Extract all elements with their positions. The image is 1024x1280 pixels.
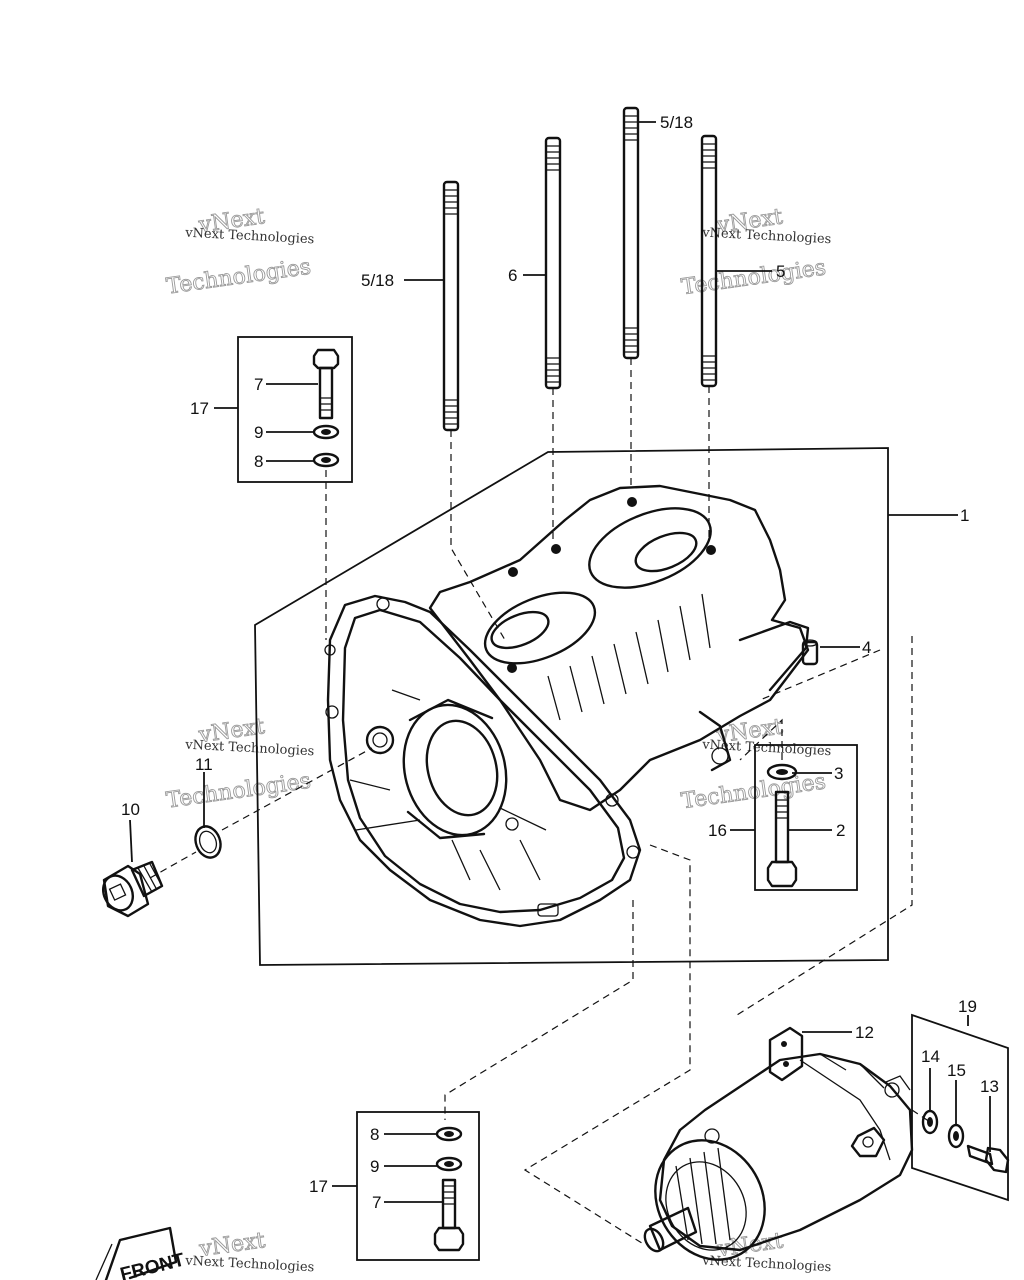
svg-text:vNext Technologies: vNext Technologies — [184, 738, 315, 760]
lower-bolt-guides — [444, 844, 691, 1246]
callout-15: 15 — [947, 1061, 966, 1080]
callout-8-upper: 8 — [254, 452, 263, 471]
callout-2: 2 — [836, 821, 845, 840]
callout-1: 1 — [960, 506, 969, 525]
callout-14: 14 — [921, 1047, 940, 1066]
stud-bolt-6 — [544, 136, 562, 390]
callout-12: 12 — [855, 1023, 874, 1042]
drain-plug — [102, 860, 164, 918]
stud-guide-lines — [450, 358, 710, 641]
bolt-set-box-upper — [237, 336, 353, 483]
watermark-upper-left: vNext vNext Technologies Technologies — [164, 204, 315, 300]
front-direction-arrow: FRONT — [95, 1226, 187, 1280]
callout-7-lower: 7 — [372, 1193, 381, 1212]
circlip — [194, 825, 222, 859]
svg-text:vNext Technologies: vNext Technologies — [184, 226, 315, 248]
callout-7-upper: 7 — [254, 375, 263, 394]
callout-17-lower: 17 — [309, 1177, 328, 1196]
watermark-middle-left: vNext vNext Technologies Technologies — [164, 714, 315, 814]
starter-motor — [643, 1026, 914, 1261]
callout-16: 16 — [708, 821, 727, 840]
stud-bolt-top — [622, 106, 640, 360]
callout-5-18-top: 5/18 — [660, 113, 693, 132]
crankcase-assembly-frame — [254, 447, 889, 966]
plug-axis-line — [149, 747, 373, 879]
watermark-bottom-left: vNext vNext Technologies — [184, 1228, 315, 1276]
callout-10: 10 — [121, 800, 140, 819]
bolt-set-box-right — [754, 744, 858, 891]
bolt-set-box-lower — [356, 1111, 480, 1261]
callout-13: 13 — [980, 1077, 999, 1096]
svg-text:vNext Technologies: vNext Technologies — [701, 737, 832, 759]
starter-guide-line — [911, 1109, 931, 1123]
svg-text:Technologies: Technologies — [165, 769, 313, 814]
svg-text:Technologies: Technologies — [680, 769, 828, 814]
callout-5-18-left: 5/18 — [361, 271, 394, 290]
callout-19: 19 — [958, 997, 977, 1016]
callout-5: 5 — [776, 262, 785, 281]
stud-bolt-left — [442, 180, 460, 432]
leader-lines — [129, 121, 991, 1203]
svg-text:Technologies: Technologies — [165, 255, 313, 300]
svg-text:vNext Technologies: vNext Technologies — [701, 225, 832, 247]
callout-9-lower: 9 — [370, 1157, 379, 1176]
callout-17-upper: 17 — [190, 399, 209, 418]
callout-6: 6 — [508, 266, 517, 285]
callout-11: 11 — [195, 755, 213, 774]
dowel-pin — [801, 639, 819, 666]
stud-bolt-5 — [700, 134, 718, 388]
callout-8-lower: 8 — [370, 1125, 379, 1144]
crankcase-body — [324, 484, 810, 928]
callout-4: 4 — [862, 638, 871, 657]
bolt-set-box-starter — [911, 1013, 1010, 1202]
svg-text:vNext Technologies: vNext Technologies — [184, 1254, 315, 1276]
svg-text:vNext Technologies: vNext Technologies — [701, 1253, 832, 1275]
right-bolt-guide — [736, 636, 913, 1016]
svg-text:FRONT: FRONT — [118, 1249, 187, 1280]
callout-9-upper: 9 — [254, 423, 263, 442]
callout-3: 3 — [834, 764, 843, 783]
callout-labels: 1 4 5 6 5/18 5/18 7 9 8 17 3 2 16 10 11 … — [121, 113, 999, 1212]
watermark-bottom-right: vNext vNext Technologies — [701, 1228, 832, 1275]
